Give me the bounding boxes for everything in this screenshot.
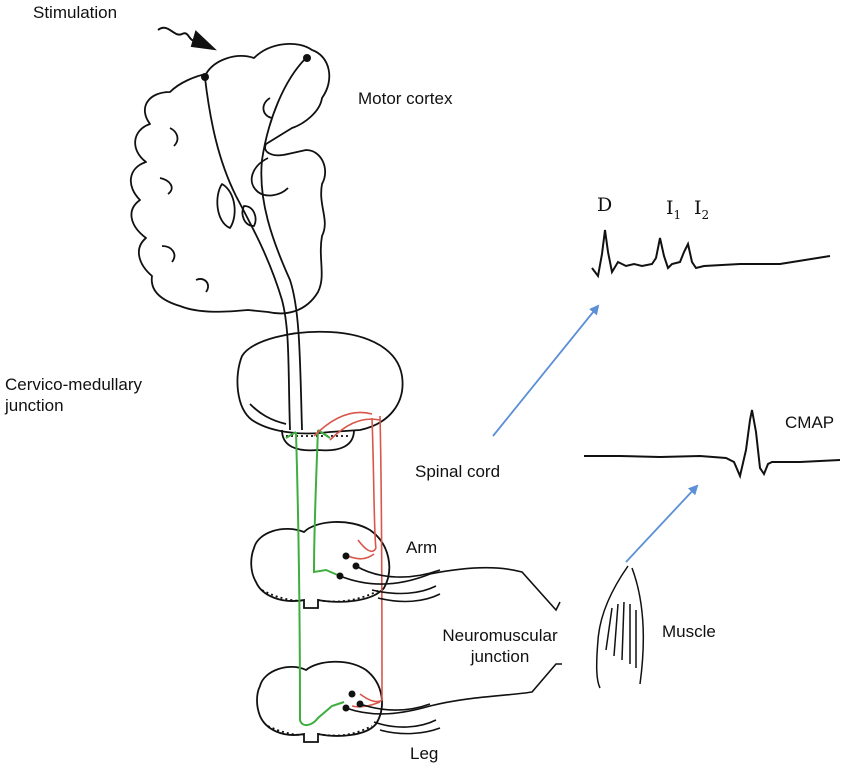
muscle-drawing bbox=[595, 565, 645, 689]
motor-cortex-label: Motor cortex bbox=[358, 89, 453, 108]
leg-label: Leg bbox=[410, 744, 439, 763]
medulla-section bbox=[236, 330, 404, 452]
arm-nerve bbox=[339, 565, 561, 612]
leg-cord-section bbox=[256, 660, 383, 743]
spinal-cord-arrow bbox=[492, 304, 600, 437]
muscle-arrow bbox=[625, 484, 699, 563]
leg-nerve bbox=[345, 663, 562, 735]
neuromuscular-junction-label: Neuromuscular junction bbox=[442, 626, 558, 666]
i1-wave-letter: I bbox=[666, 197, 674, 219]
muscle-label: Muscle bbox=[662, 622, 716, 641]
i2-wave-subscript: 2 bbox=[701, 207, 710, 222]
i1-wave-subscript: 1 bbox=[673, 207, 682, 222]
upper-motor-neuron-right bbox=[303, 54, 311, 62]
brain-outline bbox=[130, 43, 331, 315]
cmap-waveform bbox=[584, 409, 841, 480]
spinal-cord-label: Spinal cord bbox=[415, 462, 501, 481]
i2-wave-label: I2 bbox=[694, 198, 709, 225]
stimulation-label: Stimulation bbox=[33, 3, 118, 22]
d-i-waveform bbox=[591, 229, 831, 279]
i1-wave-label: I1 bbox=[666, 198, 681, 225]
stimulation-arrow bbox=[157, 26, 217, 51]
corticospinal-tract bbox=[204, 57, 307, 431]
arm-cord-section bbox=[250, 521, 391, 609]
upper-motor-neuron-left bbox=[201, 73, 209, 81]
cmap-label: CMAP bbox=[785, 413, 835, 432]
arm-label: Arm bbox=[406, 538, 438, 557]
d-wave-label: D bbox=[597, 194, 613, 216]
cervico-medullary-label: Cervico-medullary junction bbox=[5, 375, 142, 415]
green-pathway bbox=[285, 429, 345, 726]
i2-wave-letter: I bbox=[694, 197, 702, 219]
